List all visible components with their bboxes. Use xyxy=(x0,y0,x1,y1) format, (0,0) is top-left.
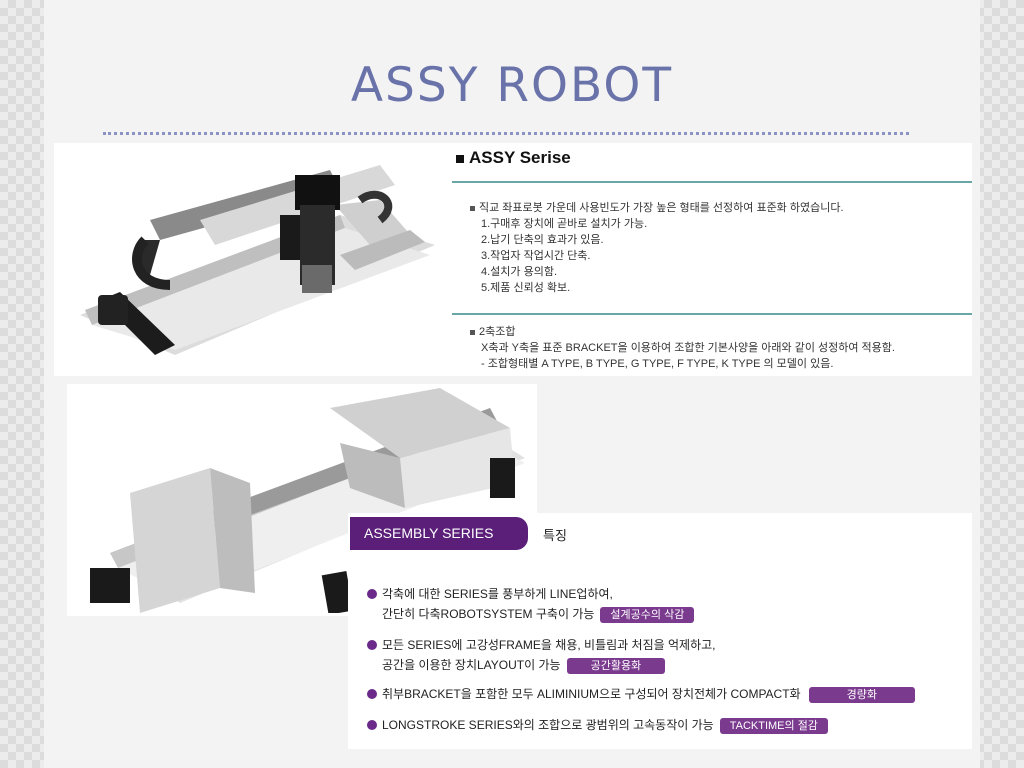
combo-line-1: X축과 Y축을 표준 BRACKET을 이용하여 조합한 기본사양을 아래와 같… xyxy=(481,342,895,354)
assy-serise-heading-text: ASSY Serise xyxy=(469,148,571,167)
feature-item: 취부BRACKET을 포함한 모두 ALIMINIUM으로 구성되어 장치전체가… xyxy=(367,684,967,704)
intro-line: 직교 좌표로봇 가운데 사용빈도가 가장 높은 형태를 선정하여 표준화 하였습… xyxy=(470,200,844,216)
feature-badge: 경량화 xyxy=(808,687,915,703)
intro-text: 직교 좌표로봇 가운데 사용빈도가 가장 높은 형태를 선정하여 표준화 하였습… xyxy=(479,202,844,214)
rule-middle xyxy=(452,313,972,315)
rule-top xyxy=(452,181,972,183)
feature-line: 모든 SERIES에 고강성FRAME을 채용, 비틀림과 처짐을 억제하고, xyxy=(382,638,716,652)
robot-image-top xyxy=(80,165,435,355)
assembly-series-panel xyxy=(348,513,972,749)
list-item: 2.납기 단축의 효과가 있음. xyxy=(481,234,604,246)
feature-badge: 설계공수의 삭감 xyxy=(600,607,695,623)
combo-title: 2축조합 xyxy=(470,324,515,340)
dotted-divider xyxy=(103,132,909,135)
assembly-series-tab: ASSEMBLY SERIES xyxy=(350,517,528,550)
feature-item: LONGSTROKE SERIES와의 조합으로 광범위의 고속동작이 가능 TA… xyxy=(367,715,828,735)
feature-badge: 공간활용화 xyxy=(566,658,666,674)
list-item: 1.구매후 장치에 곧바로 설치가 가능. xyxy=(481,218,648,230)
feature-line: 공간을 이용한 장치LAYOUT이 가능 xyxy=(382,658,561,672)
page-title: ASSY ROBOT xyxy=(350,58,674,113)
feature-line: 각축에 대한 SERIES를 풍부하게 LINE업하여, xyxy=(382,587,613,601)
feature-item: 모든 SERIES에 고강성FRAME을 채용, 비틀림과 처짐을 억제하고, … xyxy=(367,635,716,675)
square-bullet-icon xyxy=(456,154,464,163)
feature-badge: TACKTIME의 절감 xyxy=(719,718,828,734)
feature-item: 각축에 대한 SERIES를 풍부하게 LINE업하여, 간단히 다축ROBOT… xyxy=(367,584,695,624)
assy-serise-heading: ASSY Serise xyxy=(456,148,571,168)
square-bullet-icon xyxy=(470,329,475,335)
feature-line: 간단히 다축ROBOTSYSTEM 구축이 가능 xyxy=(382,607,595,621)
bullet-dot-icon xyxy=(367,640,377,650)
list-item: 5.제품 신뢰성 확보. xyxy=(481,282,571,294)
list-item: 3.작업자 작업시간 단축. xyxy=(481,250,591,262)
square-bullet-icon xyxy=(470,205,475,211)
bullet-dot-icon xyxy=(367,589,377,599)
feature-line: 취부BRACKET을 포함한 모두 ALIMINIUM으로 구성되어 장치전체가… xyxy=(382,687,801,701)
robot-image-bottom xyxy=(90,388,525,613)
list-item: 4.설치가 용의함. xyxy=(481,266,558,278)
bullet-dot-icon xyxy=(367,689,377,699)
features-label: 특징 xyxy=(543,529,567,544)
bullet-dot-icon xyxy=(367,720,377,730)
combo-title-text: 2축조합 xyxy=(479,326,516,338)
combo-line-2: - 조합형태별 A TYPE, B TYPE, G TYPE, F TYPE, … xyxy=(481,358,834,370)
feature-line: LONGSTROKE SERIES와의 조합으로 광범위의 고속동작이 가능 xyxy=(382,718,714,732)
